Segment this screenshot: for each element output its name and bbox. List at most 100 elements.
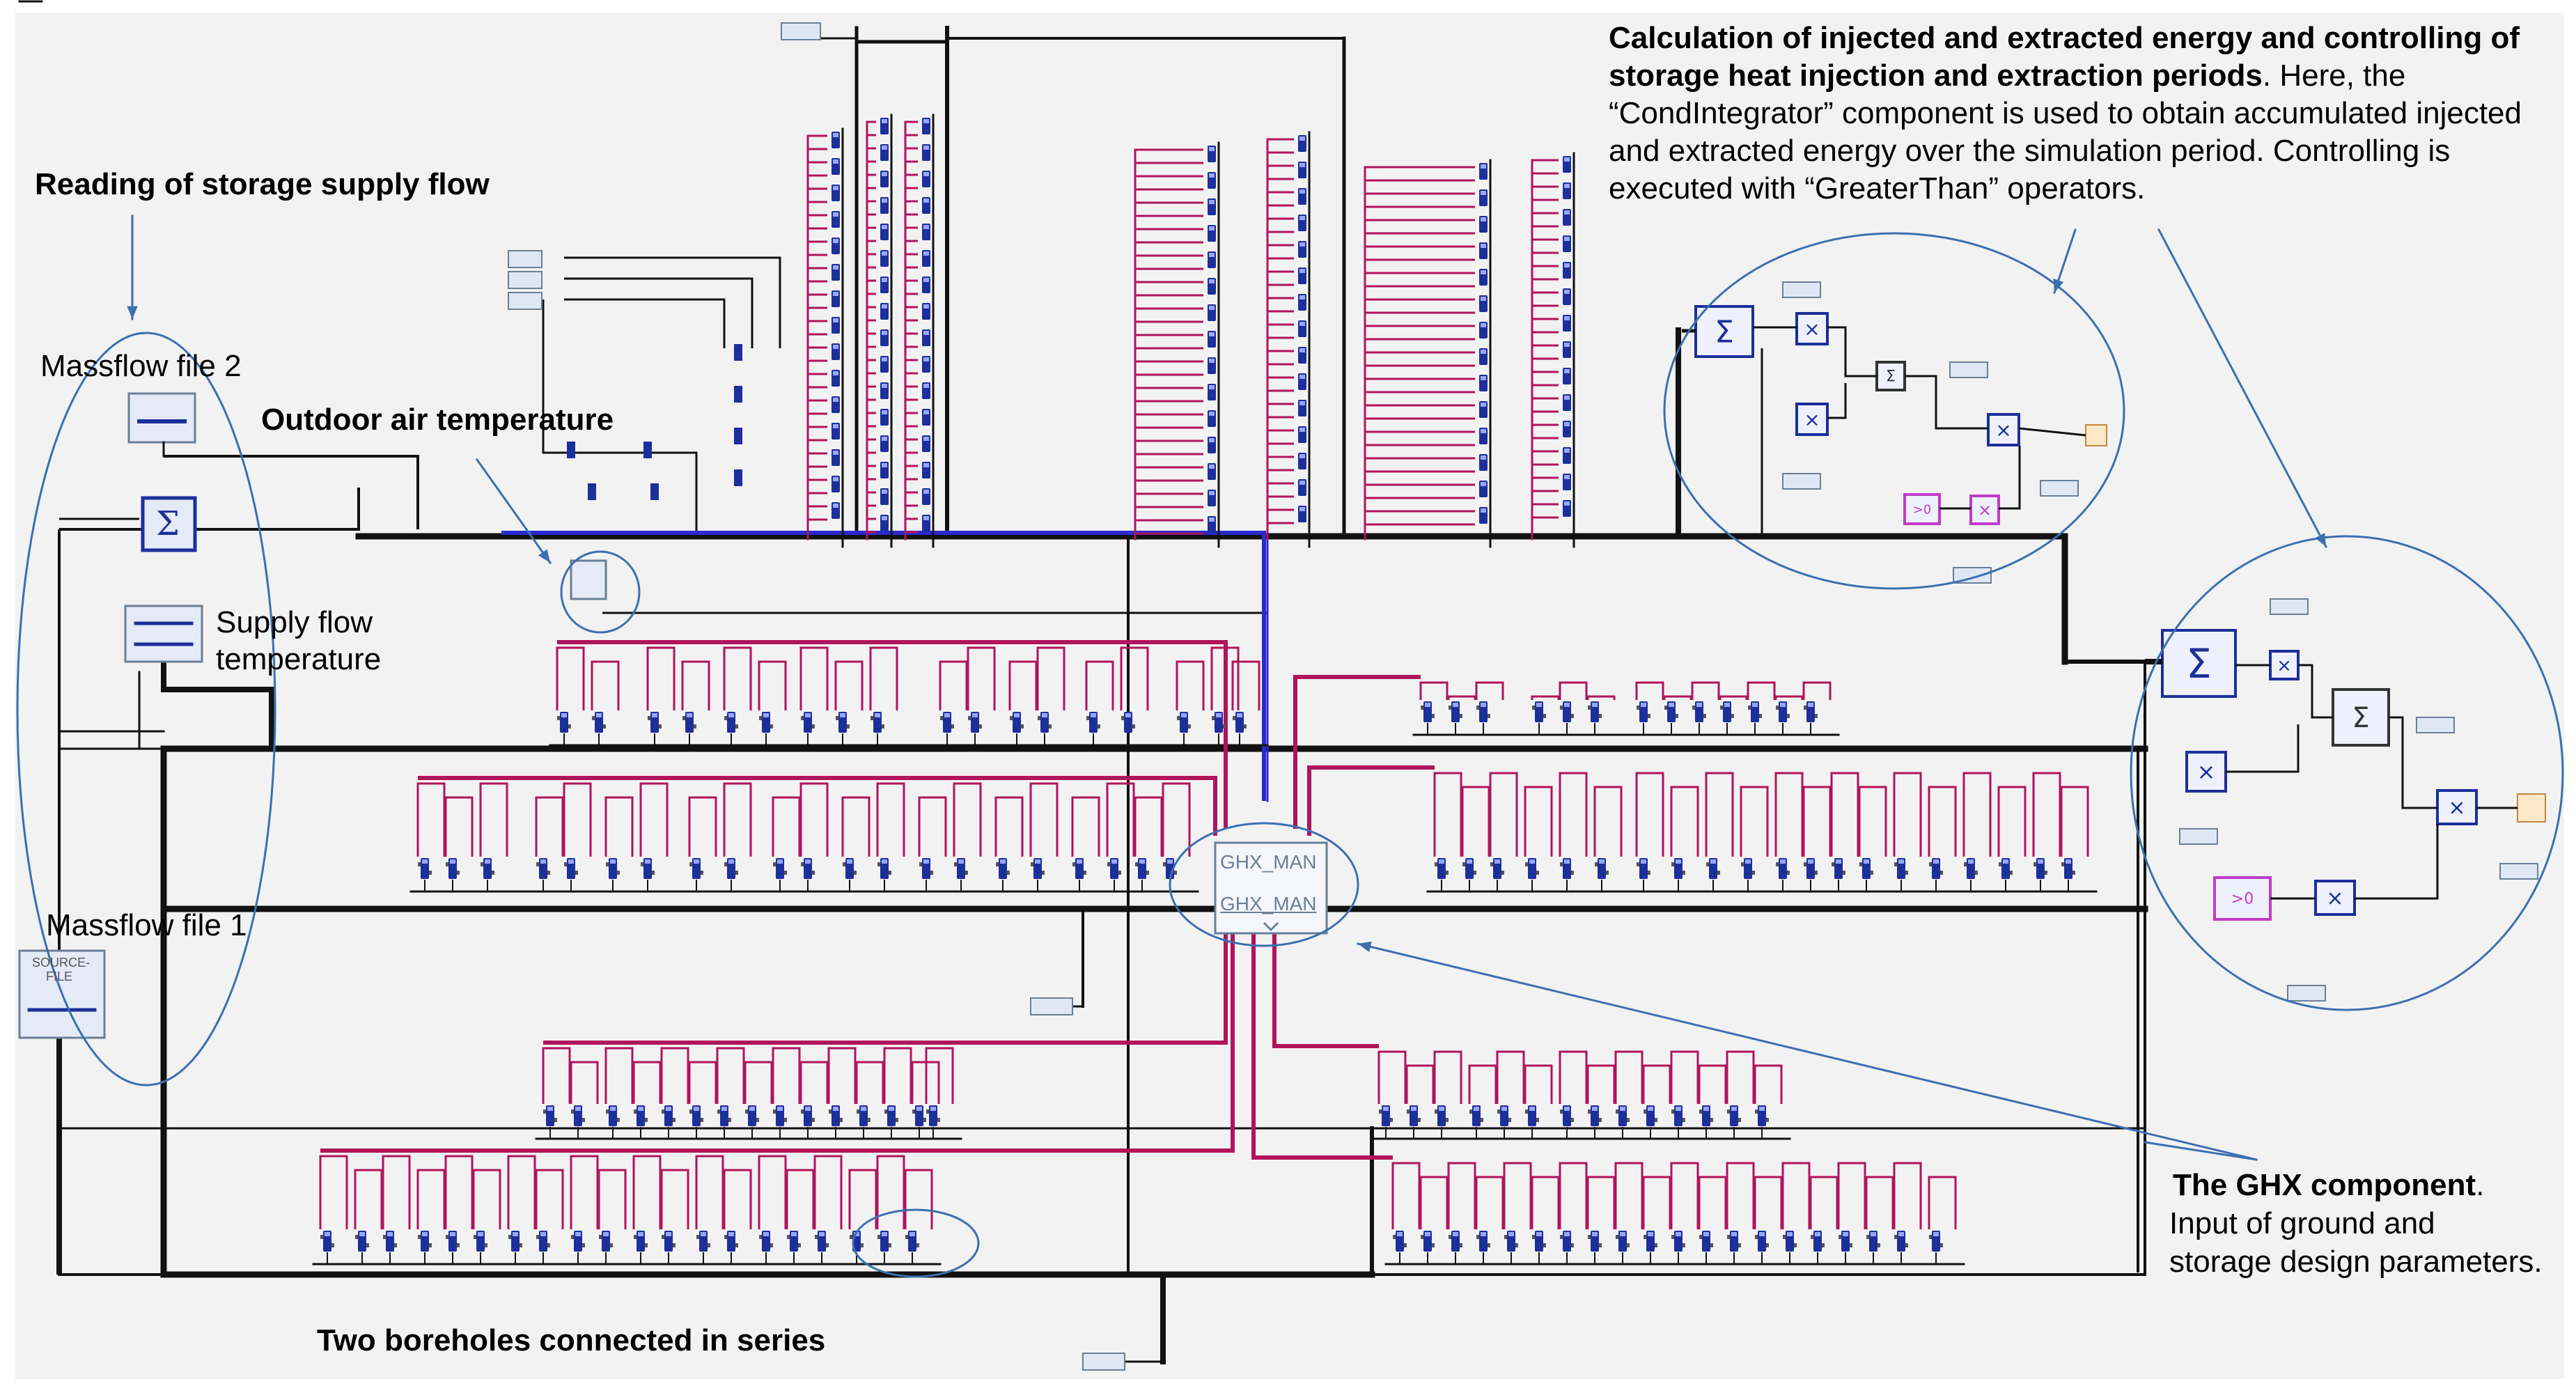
greater-than-icon: [1903, 493, 1941, 525]
borehole-icon-port: [1766, 1118, 1769, 1122]
borehole-icon-mark: [1676, 1232, 1681, 1236]
borehole-icon: [1010, 712, 1024, 733]
row-a-left-pipe: [681, 660, 710, 710]
borehole-icon-mark: [923, 410, 929, 414]
row-a-left-pipe: [939, 660, 968, 710]
row-a-left-pipe: [1120, 646, 1149, 710]
constant-icon: [1953, 567, 1992, 584]
row-a-left-pipe: [723, 646, 752, 710]
borehole-icon-port: [1560, 1109, 1563, 1114]
borehole-icon-mark: [1209, 253, 1215, 257]
borehole-icon-port: [1599, 1118, 1602, 1122]
borehole-icon-port: [446, 1235, 448, 1239]
borehole-icon: [836, 712, 850, 733]
row-a-right-pipe: [1635, 681, 1664, 700]
borehole-icon: [1449, 701, 1462, 722]
borehole-icon-port: [965, 871, 968, 875]
borehole-icon-mark: [1696, 703, 1702, 707]
borehole-icon: [1741, 858, 1755, 879]
borehole-icon-mark: [833, 292, 838, 296]
borehole-icon: [912, 1105, 926, 1126]
borehole-icon-mark: [923, 278, 929, 282]
borehole-icon: [2034, 858, 2047, 879]
row-b-right-pipe: [1635, 772, 1664, 857]
borehole-icon-mark: [1564, 290, 1570, 294]
borehole-components: [320, 118, 2075, 1252]
borehole-icon: [1563, 341, 1571, 358]
borehole-icon-port: [383, 1235, 386, 1239]
borehole-icon-port: [1532, 1235, 1535, 1239]
borehole-icon: [1720, 701, 1734, 722]
borehole-icon: [1298, 506, 1306, 522]
row-c-right-pipe: [1405, 1064, 1435, 1104]
borehole-icon: [922, 356, 930, 373]
borehole-icon-port: [877, 1235, 880, 1239]
row-b-right-pipe: [1858, 786, 1887, 857]
borehole-icon-mark: [1209, 226, 1215, 231]
borehole-icon-port: [1488, 714, 1490, 718]
borehole-icon-port: [1999, 862, 2001, 866]
borehole-icon-port: [1588, 1235, 1591, 1239]
borehole-icon-port: [1644, 1235, 1646, 1239]
row-d-right-pipe: [1391, 1162, 1421, 1229]
greater-than-icon-glyph: >0: [1913, 502, 1932, 517]
borehole-icon-mark: [930, 1107, 936, 1111]
borehole-icon: [1479, 216, 1488, 233]
borehole-icon-mark: [1481, 482, 1486, 486]
row-d-right-pipe: [1642, 1176, 1671, 1229]
borehole-icon: [1866, 1231, 1880, 1252]
borehole-icon-mark: [1481, 270, 1486, 274]
row-d-right-pipe: [1809, 1176, 1839, 1229]
borehole-icon-port: [1462, 862, 1465, 866]
borehole-icon-port: [1446, 1118, 1449, 1122]
borehole-icon-mark: [1209, 359, 1215, 363]
borehole-icon: [1298, 188, 1306, 205]
borehole-icon-port: [1905, 1243, 1908, 1247]
borehole-icon-port: [1871, 871, 1873, 875]
borehole-icon-mark: [882, 384, 887, 388]
borehole-icon-mark: [603, 1232, 609, 1236]
borehole-icon: [877, 1231, 891, 1252]
borehole-icon-mark: [882, 437, 887, 441]
borehole-icon-port: [1850, 1243, 1852, 1247]
two-boreholes-ellipse: [852, 1208, 980, 1278]
borehole-icon: [650, 483, 659, 500]
borehole-icon-port: [1755, 1109, 1758, 1114]
borehole-icon-mark: [1125, 713, 1131, 717]
borehole-icon: [787, 1231, 801, 1252]
row-b-right-pipe: [1433, 772, 1462, 857]
borehole-icon: [1859, 858, 1873, 879]
borehole-icon-mark: [833, 212, 838, 217]
borehole-icon-port: [843, 862, 845, 866]
borehole-icon-mark: [1864, 859, 1869, 864]
constant-icon-box: [508, 250, 542, 268]
borehole-icon-port: [868, 1118, 871, 1122]
borehole-icon: [1479, 295, 1488, 312]
borehole-icon-mark: [1209, 517, 1215, 522]
borehole-icon: [1298, 267, 1306, 284]
borehole-icon: [922, 171, 930, 187]
borehole-icon-mark: [422, 859, 428, 864]
borehole-icon-port: [694, 724, 696, 729]
borehole-icon: [1121, 712, 1135, 733]
row-a-left-pipe: [869, 646, 898, 710]
row-d-right-pipe: [1698, 1176, 1727, 1229]
borehole-icon: [832, 185, 840, 201]
borehole-icon-port: [784, 1118, 787, 1122]
borehole-icon-port: [1244, 724, 1247, 729]
borehole-icon-port: [1748, 706, 1751, 710]
constant-icon: [2040, 480, 2079, 497]
row-b-left-pipe: [876, 782, 905, 857]
borehole-icon-mark: [882, 146, 887, 150]
borehole-icon: [1208, 384, 1216, 400]
borehole-icon-port: [645, 1118, 648, 1122]
borehole-icon-mark: [882, 225, 887, 229]
row-c-left-pipe: [632, 1061, 662, 1104]
borehole-icon-mark: [1299, 401, 1305, 405]
borehole-icon-port: [1859, 862, 1862, 866]
borehole-icon-port: [1501, 871, 1504, 875]
borehole-icon-mark: [840, 713, 845, 717]
borehole-icon-port: [592, 716, 595, 720]
row-d-right-pipe: [1670, 1162, 1699, 1229]
row-c-right-pipe: [1670, 1050, 1699, 1104]
